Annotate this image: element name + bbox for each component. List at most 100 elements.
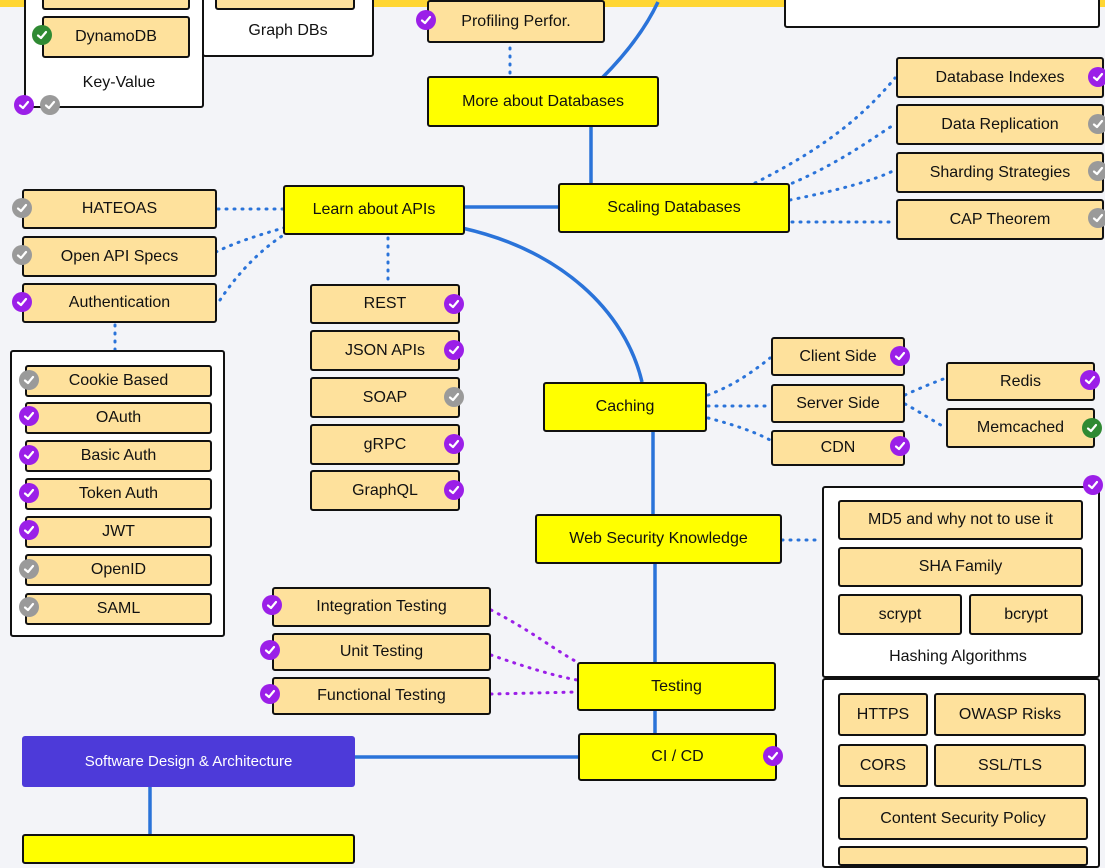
label: SAML [96,600,141,617]
node-data-replication[interactable]: Data Replication [896,104,1104,145]
label: OpenID [90,561,147,578]
check-icon[interactable] [260,640,280,660]
spine-top-curve [600,1,660,80]
check-icon[interactable] [444,480,464,500]
node-hateoas[interactable]: HATEOAS [22,189,217,229]
check-icon[interactable] [1080,370,1100,390]
check-icon[interactable] [19,406,39,426]
check-icon[interactable] [260,684,280,704]
node-sha[interactable]: SHA Family [838,547,1083,587]
label: Learn about APIs [312,201,436,218]
node-integration-testing[interactable]: Integration Testing [272,587,491,627]
node-openid[interactable]: OpenID [25,554,212,586]
node-oauth[interactable]: OAuth [25,402,212,434]
node-functional-testing[interactable]: Functional Testing [272,677,491,715]
check-icon[interactable] [12,245,32,265]
node-ssl[interactable]: SSL/TLS [934,744,1086,787]
node-basic-auth[interactable]: Basic Auth [25,440,212,472]
node-soap[interactable]: SOAP [310,377,460,418]
label: Software Design & Architecture [84,753,293,770]
check-icon[interactable] [12,292,32,312]
node-cdn[interactable]: CDN [771,430,905,466]
check-icon[interactable] [40,95,60,115]
node-memcached[interactable]: Memcached [946,408,1095,448]
node-graphql[interactable]: GraphQL [310,470,460,511]
node-cicd[interactable]: CI / CD [578,733,777,781]
group-label-graph-dbs: Graph DBs [248,22,328,39]
check-icon[interactable] [12,198,32,218]
check-icon[interactable] [890,436,910,456]
check-icon[interactable] [19,483,39,503]
group-label-hashing: Hashing Algorithms [889,648,1027,665]
label: Profiling Perfor. [461,12,571,30]
node-testing[interactable]: Testing [577,662,776,711]
label: Web Security Knowledge [569,530,748,547]
label: HTTPS [856,705,910,723]
node-https[interactable]: HTTPS [838,693,928,736]
node-grpc[interactable]: gRPC [310,424,460,465]
check-icon[interactable] [19,559,39,579]
node-server-side[interactable]: Server Side [771,384,905,423]
check-icon[interactable] [19,370,39,390]
node-sharding[interactable]: Sharding Strategies [896,152,1104,193]
check-icon[interactable] [444,387,464,407]
check-icon[interactable] [32,25,52,45]
check-icon[interactable] [890,346,910,366]
check-icon[interactable] [19,520,39,540]
node-bcrypt[interactable]: bcrypt [969,594,1083,635]
node-scrypt[interactable]: scrypt [838,594,962,635]
check-icon[interactable] [1088,161,1105,181]
check-icon[interactable] [262,595,282,615]
check-icon[interactable] [763,746,783,766]
label: bcrypt [1004,605,1048,623]
node-cap[interactable]: CAP Theorem [896,199,1104,240]
node-more-databases[interactable]: More about Databases [427,76,659,127]
label: Client Side [799,347,877,365]
check-icon[interactable] [1082,418,1102,438]
node-owasp[interactable]: OWASP Risks [934,693,1086,736]
check-icon[interactable] [416,10,436,30]
label: OWASP Risks [958,705,1062,723]
label: DynamoDB [75,28,157,45]
node-openapi[interactable]: Open API Specs [22,236,217,277]
label: Testing [651,677,702,695]
node-saml[interactable]: SAML [25,593,212,625]
check-icon[interactable] [19,597,39,617]
node-scaling[interactable]: Scaling Databases [558,183,790,233]
check-icon[interactable] [1088,208,1105,228]
node-partial-bottom[interactable] [838,846,1088,866]
node-software-architecture[interactable]: Software Design & Architecture [22,736,355,787]
node-cookie[interactable]: Cookie Based [25,365,212,397]
check-icon[interactable] [444,434,464,454]
node-unit-testing[interactable]: Unit Testing [272,633,491,671]
node-partial-bottom-left[interactable] [22,834,355,864]
node-jwt[interactable]: JWT [25,516,212,548]
node-md5[interactable]: MD5 and why not to use it [838,500,1083,540]
check-icon[interactable] [444,340,464,360]
node-dynamodb[interactable]: DynamoDB [42,16,190,58]
check-icon[interactable] [1083,475,1103,495]
node-partial-top-2[interactable] [215,0,355,10]
check-icon[interactable] [1088,67,1105,87]
check-icon[interactable] [19,445,39,465]
node-database-indexes[interactable]: Database Indexes [896,57,1104,98]
node-cors[interactable]: CORS [838,744,928,787]
node-rest[interactable]: REST [310,284,460,324]
node-partial-top[interactable] [42,0,190,10]
check-icon[interactable] [444,294,464,314]
node-json-apis[interactable]: JSON APIs [310,330,460,371]
node-csp[interactable]: Content Security Policy [838,797,1088,840]
node-profiling[interactable]: Profiling Perfor. [427,0,605,43]
node-caching[interactable]: Caching [543,382,707,432]
label: HATEOAS [81,200,158,217]
label: Cookie Based [68,372,169,389]
node-redis[interactable]: Redis [946,362,1095,401]
check-icon[interactable] [14,95,34,115]
check-icon[interactable] [1088,114,1105,134]
node-authentication[interactable]: Authentication [22,283,217,323]
label: MD5 and why not to use it [868,511,1053,528]
node-web-security[interactable]: Web Security Knowledge [535,514,782,564]
node-token-auth[interactable]: Token Auth [25,478,212,510]
node-apis[interactable]: Learn about APIs [283,185,465,235]
node-client-side[interactable]: Client Side [771,337,905,376]
